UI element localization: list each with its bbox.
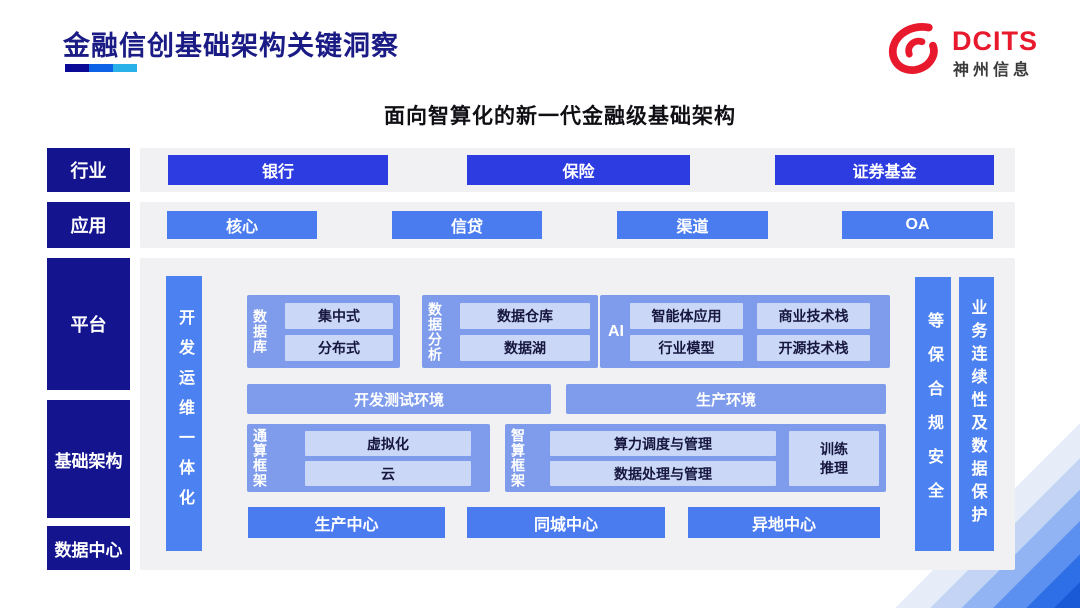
- dev-test-environment-bar: 开发测试环境: [247, 384, 551, 414]
- center-remote: 异地中心: [688, 507, 880, 538]
- intelligent-compute-item-scheduling: 算力调度与管理: [550, 431, 776, 456]
- general-compute-label: 通算框架: [252, 428, 268, 488]
- intelligent-compute-item-training-inference: 训练推理: [789, 431, 879, 486]
- page-title: 金融信创基础架构关键洞察: [63, 31, 399, 61]
- training-inference-text: 训练推理: [820, 440, 848, 476]
- application-item-channel: 渠道: [617, 211, 768, 239]
- row-label-platform: 平台: [47, 258, 130, 390]
- analytics-group-label: 数据分析: [427, 301, 443, 362]
- ai-group: AI 智能体应用 商业技术栈 行业模型 开源技术栈: [600, 295, 890, 368]
- row-label-datacenter: 数据中心: [47, 526, 130, 570]
- row-label-industry: 行业: [47, 148, 130, 192]
- ai-item-commercial-stack: 商业技术栈: [757, 303, 870, 329]
- industry-item-securities: 证券基金: [775, 155, 994, 185]
- security-vertical-bar: 等保合规安全: [915, 277, 951, 551]
- analytics-item-warehouse: 数据仓库: [460, 303, 590, 329]
- application-item-credit: 信贷: [392, 211, 542, 239]
- intelligent-compute-item-dataprocessing: 数据处理与管理: [550, 461, 776, 486]
- continuity-vertical-bar: 业务连续性及数据保护: [959, 277, 994, 551]
- dcits-logo: DCITS 神州信息: [886, 18, 1046, 80]
- analytics-group: 数据分析 数据仓库 数据湖: [422, 295, 598, 368]
- logo-company-text: 神州信息: [953, 62, 1034, 79]
- ai-group-label: AI: [608, 322, 624, 340]
- title-underline: [65, 64, 137, 72]
- application-item-core: 核心: [167, 211, 317, 239]
- general-compute-item-virtualization: 虚拟化: [305, 431, 471, 456]
- industry-item-bank: 银行: [168, 155, 388, 185]
- industry-item-insurance: 保险: [467, 155, 690, 185]
- diagram-title: 面向智算化的新一代金融级基础架构: [384, 105, 736, 128]
- database-item-distributed: 分布式: [285, 335, 393, 361]
- database-group: 数据库 集中式 分布式: [247, 295, 400, 368]
- ai-item-opensource-stack: 开源技术栈: [757, 335, 870, 361]
- ai-item-agent-apps: 智能体应用: [630, 303, 743, 329]
- general-compute-item-cloud: 云: [305, 461, 471, 486]
- swirl-icon: [889, 23, 938, 74]
- analytics-item-lake: 数据湖: [460, 335, 590, 361]
- general-compute-group: 通算框架 虚拟化 云: [247, 424, 490, 492]
- center-production: 生产中心: [248, 507, 445, 538]
- intelligent-compute-label: 智算框架: [510, 428, 526, 488]
- row-label-application: 应用: [47, 202, 130, 248]
- devops-vertical-bar: 开发运维一体化: [166, 276, 202, 551]
- row-label-infrastructure: 基础架构: [47, 400, 130, 518]
- ai-item-industry-models: 行业模型: [630, 335, 743, 361]
- application-item-oa: OA: [842, 211, 993, 239]
- database-item-centralized: 集中式: [285, 303, 393, 329]
- intelligent-compute-group: 智算框架 算力调度与管理 数据处理与管理 训练推理: [505, 424, 886, 492]
- database-group-label: 数据库: [252, 309, 268, 354]
- production-environment-bar: 生产环境: [566, 384, 886, 414]
- logo-text: DCITS: [952, 26, 1038, 56]
- center-same-city: 同城中心: [467, 507, 665, 538]
